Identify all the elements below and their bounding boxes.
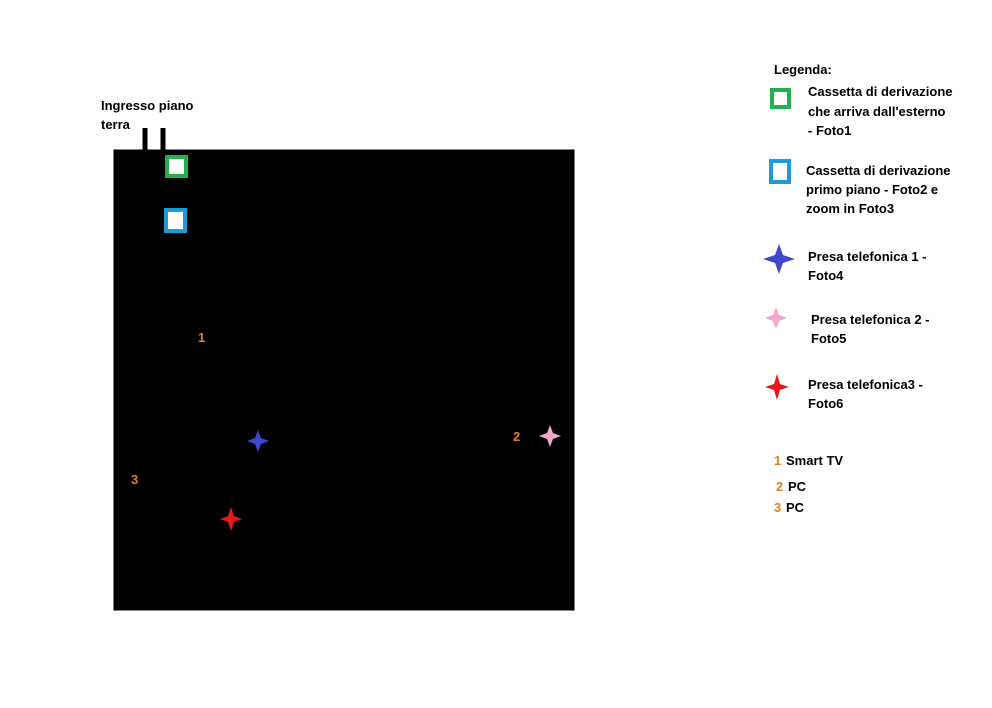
legend-phone-outlet-3-text: Presa telefonica3 - <box>808 377 923 392</box>
legend-junction-external-text: Cassetta di derivazione <box>808 84 953 99</box>
legend-device-3-label: PC <box>786 500 805 515</box>
device-number-1: 1 <box>198 330 205 345</box>
junction-box-external-marker <box>165 155 188 178</box>
legend-phone-outlet-2-icon <box>765 307 787 329</box>
stairs-letter: c <box>124 211 131 226</box>
black-block-left <box>116 287 189 455</box>
legend-phone-outlet-1-text: Presa telefonica 1 - <box>808 249 927 264</box>
legend-phone-outlet-1-text: Foto4 <box>808 268 844 283</box>
legend-phone-outlet-3-icon <box>765 374 789 400</box>
black-block-right <box>384 274 572 407</box>
first-floor-entrance-label-line-2: primo piano <box>195 262 269 277</box>
legend-phone-outlet-2-text: Presa telefonica 2 - <box>811 312 930 327</box>
ground-entrance-label-line-1: Ingresso piano <box>101 98 194 113</box>
legend-junction-first-floor-text: primo piano - Foto2 e <box>806 182 938 197</box>
stairs-letter: a <box>124 230 132 245</box>
device-number-3: 3 <box>131 472 138 487</box>
stairs-line <box>138 190 150 267</box>
legend-device-2-number: 2 <box>776 479 783 494</box>
legend-junction-first-floor-text: Cassetta di derivazione <box>806 163 951 178</box>
legend-phone-outlet-2-text: Foto5 <box>811 331 846 346</box>
legend-junction-first-floor-icon <box>769 159 791 184</box>
first-floor-entrance-label-line-1: Ingresso <box>195 243 249 258</box>
legend-junction-external-text: che arriva dall'esterno <box>808 104 946 119</box>
legend-phone-outlet-3-text: Foto6 <box>808 396 843 411</box>
ground-entrance-label-line-2: terra <box>101 117 131 132</box>
legend-device-1-label: Smart TV <box>786 453 843 468</box>
legend-phone-outlet-1-icon <box>763 244 795 274</box>
floor-plan <box>113 128 575 611</box>
stairs-letter: l <box>126 249 130 264</box>
stairs-letter: S <box>124 192 133 207</box>
legend-device-1-number: 1 <box>774 453 781 468</box>
phone-outlet-1-marker <box>247 430 269 452</box>
junction-box-first-floor-marker <box>164 208 187 233</box>
stairs-label: S c a l e <box>124 192 133 283</box>
device-number-2: 2 <box>513 429 520 444</box>
phone-outlet-3-marker <box>220 507 242 531</box>
legend-title: Legenda: <box>774 62 832 77</box>
legend: Legenda: Cassetta di derivazione che arr… <box>763 62 953 515</box>
legend-device-3-number: 3 <box>774 500 781 515</box>
legend-junction-external-text: - Foto1 <box>808 123 851 138</box>
legend-device-2-label: PC <box>788 479 807 494</box>
legend-junction-first-floor-text: zoom in Foto3 <box>806 201 894 216</box>
legend-junction-external-icon <box>770 88 791 109</box>
stairs-letter: e <box>124 268 131 283</box>
phone-outlet-2-marker <box>539 425 561 447</box>
